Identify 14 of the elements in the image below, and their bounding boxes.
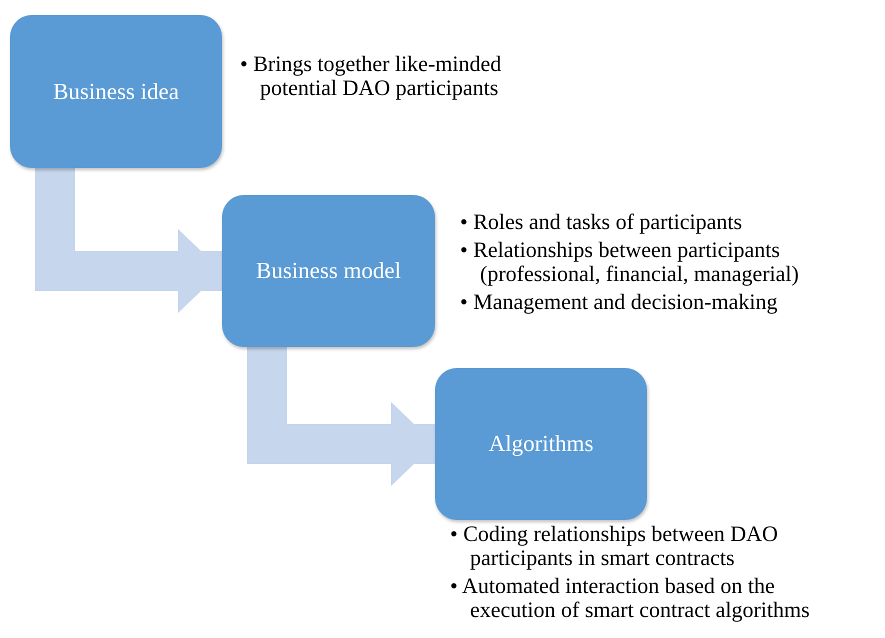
process-box — [10, 15, 222, 168]
bent-arrow — [35, 168, 222, 313]
bent-arrow — [247, 347, 435, 486]
box-title: Algorithms — [488, 431, 594, 457]
box-title: Business model — [256, 258, 402, 284]
process-box — [222, 195, 435, 347]
box-title: Business idea — [53, 78, 179, 104]
bullet-text: • Roles and tasks of participants — [460, 210, 744, 234]
bullet-text: • Management and decision-making — [460, 290, 778, 314]
bullet-text: • Relationships between participants (professional, financial, managerial) — [460, 238, 800, 286]
bullet-text: • Brings together like-minded potential DAO participants — [240, 52, 502, 100]
bullet-text: • Automated interaction based on the execution of smart contract algorithms — [450, 574, 811, 622]
bullet-text: • Coding relationships between DAO participants in smart contracts — [450, 522, 779, 570]
process-box — [435, 368, 647, 520]
